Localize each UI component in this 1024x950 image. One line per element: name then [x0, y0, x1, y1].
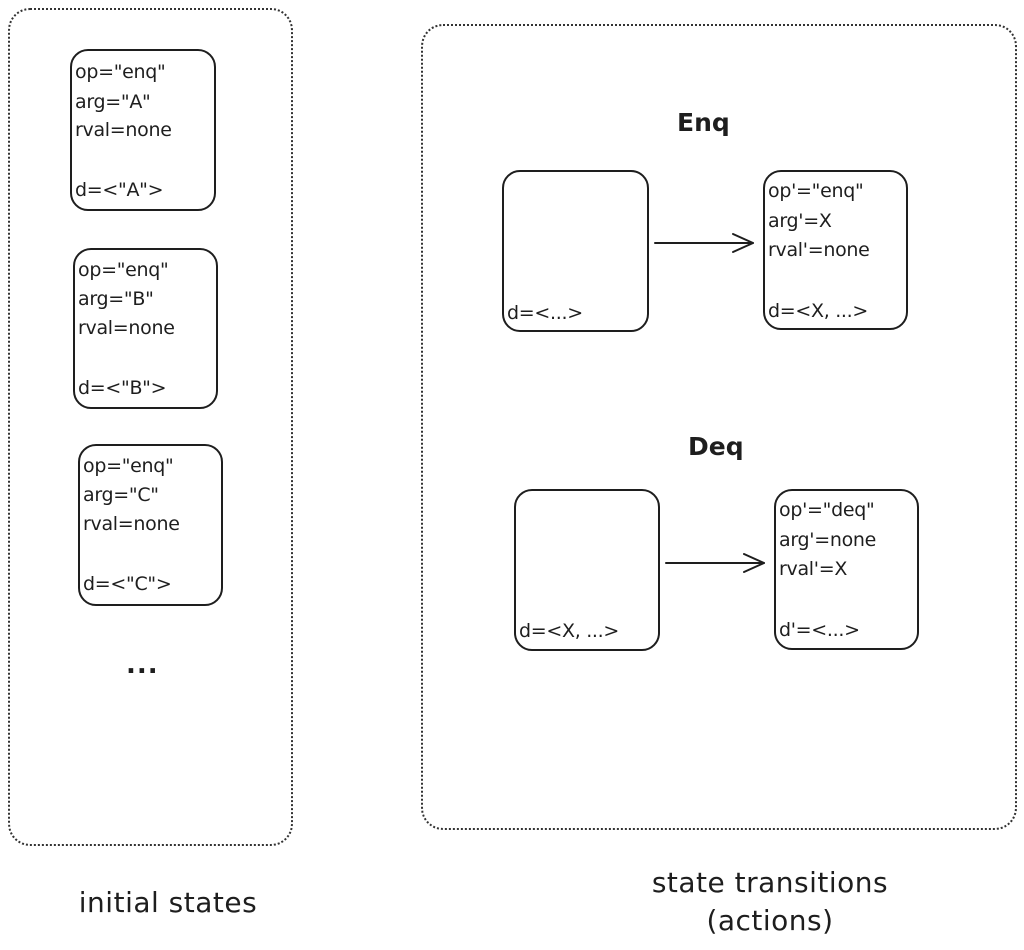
initial-state-box-a: op="enq" arg="A" rval=none d=<"A"> — [70, 49, 216, 211]
state-arg-line: arg'=none — [779, 529, 877, 551]
state-rval-line: rval=none — [78, 317, 175, 339]
enq-to-state-box: op'="enq" arg'=X rval'=none d=<X, ...> — [763, 170, 908, 330]
state-d-line: d=<X, ...> — [519, 620, 620, 642]
state-d-line: d=<...> — [507, 302, 583, 324]
state-rval-line: rval=none — [75, 119, 172, 141]
state-d-line: d=<"A"> — [75, 179, 164, 201]
initial-state-box-c: op="enq" arg="C" rval=none d=<"C"> — [78, 444, 223, 606]
initial-states-caption: initial states — [78, 886, 258, 919]
state-transitions-panel — [421, 24, 1017, 830]
state-transitions-caption: state transitions (actions) — [630, 864, 910, 940]
state-transitions-caption-line1: state transitions — [651, 866, 889, 899]
state-d-line: d=<"C"> — [83, 573, 172, 595]
state-op-line: op="enq" — [83, 455, 174, 477]
initial-state-box-b: op="enq" arg="B" rval=none d=<"B"> — [73, 248, 218, 409]
state-rval-line: rval=none — [83, 513, 180, 535]
enq-heading: Enq — [677, 108, 730, 137]
state-d-line: d=<"B"> — [78, 377, 167, 399]
more-states-ellipsis: ... — [126, 650, 159, 680]
state-arg-line: arg="B" — [78, 288, 154, 310]
state-arg-line: arg="C" — [83, 484, 159, 506]
state-rval-line: rval'=none — [768, 239, 870, 261]
state-d-line: d=<X, ...> — [768, 300, 869, 322]
deq-from-state-box: d=<X, ...> — [514, 489, 660, 651]
deq-to-state-box: op'="deq" arg'=none rval'=X d'=<...> — [774, 489, 919, 650]
state-arg-line: arg="A" — [75, 91, 151, 113]
deq-heading: Deq — [688, 432, 744, 461]
state-transitions-caption-line2: (actions) — [706, 904, 834, 937]
state-d-line: d'=<...> — [779, 619, 860, 641]
state-op-line: op'="deq" — [779, 499, 875, 521]
enq-from-state-box: d=<...> — [502, 170, 649, 332]
state-rval-line: rval'=X — [779, 558, 848, 580]
state-op-line: op'="enq" — [768, 180, 864, 202]
state-arg-line: arg'=X — [768, 210, 832, 232]
state-op-line: op="enq" — [78, 259, 169, 281]
state-op-line: op="enq" — [75, 61, 166, 83]
initial-states-panel — [8, 8, 293, 846]
